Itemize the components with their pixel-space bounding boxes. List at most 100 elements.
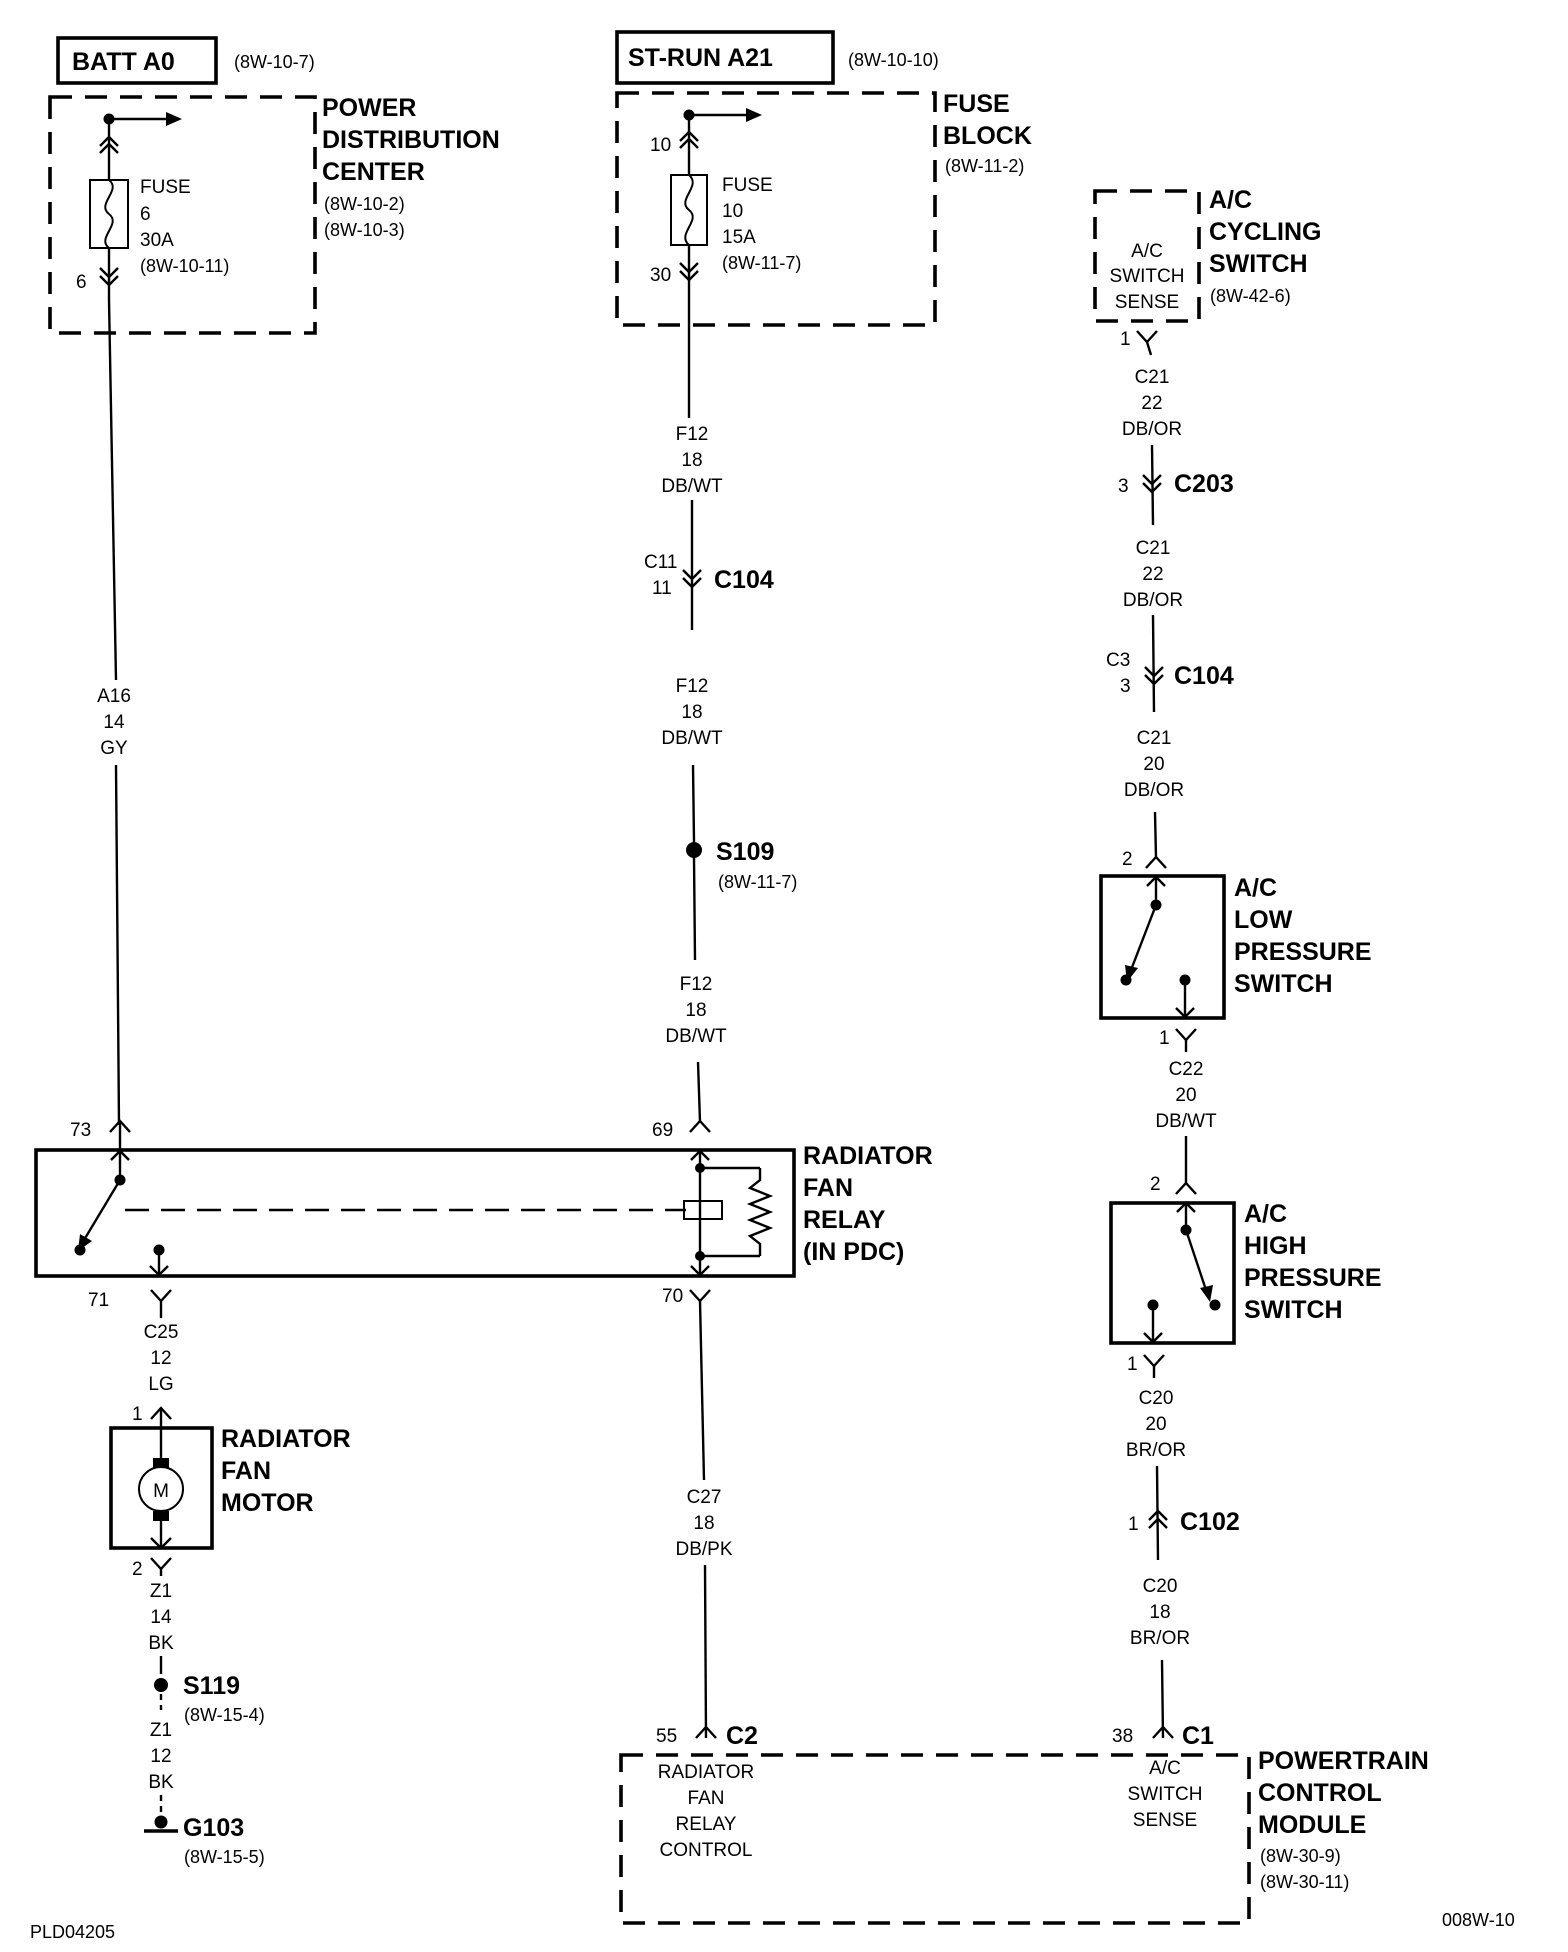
pcm-name-1: POWERTRAIN bbox=[1258, 1747, 1429, 1775]
relay-pin-73: 73 bbox=[70, 1120, 91, 1141]
ground-g103-ref: (8W-15-5) bbox=[184, 1847, 265, 1867]
motor-pin-bottom: 2 bbox=[132, 1559, 143, 1580]
wire-c22-circuit: C22 bbox=[1169, 1059, 1204, 1080]
pdc-name-1: POWER bbox=[322, 94, 416, 122]
pcm-left-inner-3: RELAY bbox=[676, 1814, 737, 1835]
wire-f12-1-circuit: F12 bbox=[676, 424, 709, 445]
pcm-right-inner-1: A/C bbox=[1149, 1758, 1181, 1779]
wire-f12-3-circuit: F12 bbox=[680, 974, 713, 995]
fuse-block-fuse-rating: 15A bbox=[722, 227, 756, 248]
pdc-fuse-number: 6 bbox=[140, 204, 151, 225]
low-switch-name-3: PRESSURE bbox=[1234, 938, 1372, 966]
wire-c21-2-color: DB/OR bbox=[1123, 590, 1183, 611]
pcm-name-2: CONTROL bbox=[1258, 1779, 1382, 1807]
low-switch-name-2: LOW bbox=[1234, 906, 1293, 934]
fuse-block-pin-out: 30 bbox=[650, 265, 671, 286]
conn-c102-pin: 1 bbox=[1128, 1514, 1139, 1535]
pdc-ref-2: (8W-10-3) bbox=[324, 220, 405, 240]
wire-f12-3-gauge: 18 bbox=[685, 1000, 706, 1021]
wire-c21-3-color-gauge: 20 bbox=[1143, 754, 1164, 775]
high-switch-pin-top: 2 bbox=[1150, 1174, 1161, 1195]
splice-s109-ref: (8W-11-7) bbox=[718, 872, 797, 892]
relay-pin-70: 70 bbox=[662, 1286, 683, 1307]
batt-a0-source: BATT A0 (8W-10-7) bbox=[56, 36, 315, 85]
fuse-block-name-2: BLOCK bbox=[943, 122, 1032, 150]
wire-z1-1-gauge: 14 bbox=[150, 1607, 172, 1628]
ac-cycling-name-3: SWITCH bbox=[1209, 250, 1308, 278]
footer-left-code: PLD04205 bbox=[30, 1922, 115, 1942]
wire-c21-1-circuit: C21 bbox=[1135, 367, 1170, 388]
splice-s119-icon bbox=[154, 1678, 168, 1692]
motor-symbol: M bbox=[153, 1481, 169, 1502]
pdc-fuse-label: FUSE bbox=[140, 177, 191, 198]
low-switch-name-1: A/C bbox=[1234, 874, 1277, 902]
wire-c20-1-color: BR/OR bbox=[1126, 1440, 1186, 1461]
conn-c104-left-name: C104 bbox=[714, 566, 774, 594]
conn-c1-pin: 38 bbox=[1112, 1726, 1133, 1747]
resistor-icon bbox=[746, 1168, 774, 1256]
pdc-ref-1: (8W-10-2) bbox=[324, 194, 405, 214]
wire-z1-2-color: BK bbox=[148, 1772, 174, 1793]
left-circuit: A16 14 GY 73 bbox=[70, 299, 131, 1150]
wire-z1-2-circuit: Z1 bbox=[150, 1720, 172, 1741]
relay-pin-71: 71 bbox=[88, 1290, 109, 1311]
ground-g103-name: G103 bbox=[183, 1814, 244, 1842]
wire-z1-1-circuit: Z1 bbox=[150, 1581, 172, 1602]
ac-cycling-pin: 1 bbox=[1120, 329, 1131, 350]
wire-f12-2-gauge: 18 bbox=[681, 702, 702, 723]
wire-c22-gauge: 20 bbox=[1175, 1085, 1196, 1106]
conn-c1-name: C1 bbox=[1182, 1722, 1214, 1750]
ac-cycling-inner-1: A/C bbox=[1131, 241, 1163, 262]
wire-a16-gauge: 14 bbox=[103, 712, 125, 733]
conn-c203-name: C203 bbox=[1174, 470, 1234, 498]
wire-c25-circuit: C25 bbox=[144, 1322, 179, 1343]
pcm-ref-1: (8W-30-9) bbox=[1260, 1846, 1341, 1866]
motor-name-2: FAN bbox=[221, 1457, 271, 1485]
pdc-name-3: CENTER bbox=[322, 158, 425, 186]
ac-cycling-inner-2: SWITCH bbox=[1110, 266, 1185, 287]
conn-c2-pin: 55 bbox=[656, 1726, 677, 1747]
relay-name-1: RADIATOR bbox=[803, 1142, 933, 1170]
wire-f12-1-gauge: 18 bbox=[681, 450, 702, 471]
relay-pin-69: 69 bbox=[652, 1120, 673, 1141]
low-switch-name-4: SWITCH bbox=[1234, 970, 1333, 998]
conn-c2-name: C2 bbox=[726, 1722, 758, 1750]
conn-c102-name: C102 bbox=[1180, 1508, 1240, 1536]
low-switch-pin-top: 2 bbox=[1122, 849, 1133, 870]
wire-c20-1-circuit: C20 bbox=[1139, 1388, 1174, 1409]
wire-c21-1-color: DB/OR bbox=[1122, 419, 1182, 440]
splice-s109-icon bbox=[686, 842, 702, 858]
high-switch-name-4: SWITCH bbox=[1244, 1296, 1343, 1324]
fuse-block-pin-in: 10 bbox=[650, 135, 671, 156]
pdc-fuse-ref: (8W-10-11) bbox=[140, 256, 229, 276]
st-run-a21-label: ST-RUN A21 bbox=[628, 44, 773, 72]
fuse-block-ref: (8W-11-2) bbox=[945, 156, 1024, 176]
high-switch-name-2: HIGH bbox=[1244, 1232, 1307, 1260]
wire-z1-2-gauge: 12 bbox=[150, 1746, 171, 1767]
fuse-block: FUSE BLOCK (8W-11-2) 10 FUSE 10 15A (8W-… bbox=[615, 90, 1032, 327]
power-distribution-center: POWER DISTRIBUTION CENTER (8W-10-2) (8W-… bbox=[48, 94, 500, 335]
footer-right-code: 008W-10 bbox=[1442, 1910, 1515, 1930]
wire-f12-3-color: DB/WT bbox=[665, 1026, 727, 1047]
fuse-block-fuse-label: FUSE bbox=[722, 175, 773, 196]
ac-cycling-inner-3: SENSE bbox=[1115, 292, 1179, 313]
pcm-left-inner-1: RADIATOR bbox=[658, 1762, 754, 1783]
wire-a16-color: GY bbox=[100, 738, 128, 759]
wire-c25-color: LG bbox=[148, 1374, 173, 1395]
conn-c104-left-pin-1: C11 bbox=[644, 552, 677, 573]
ac-cycling-switch: A/C SWITCH SENSE A/C CYCLING SWITCH (8W-… bbox=[1093, 186, 1322, 350]
wire-c21-3-color: DB/OR bbox=[1124, 780, 1184, 801]
pcm-ref-2: (8W-30-11) bbox=[1260, 1872, 1349, 1892]
st-run-a21-ref: (8W-10-10) bbox=[848, 50, 939, 70]
wire-a16-circuit: A16 bbox=[97, 686, 131, 707]
fuse-6-icon bbox=[89, 179, 129, 249]
fuse-block-name-1: FUSE bbox=[943, 90, 1010, 118]
middle-circuit: F12 18 DB/WT C11 11 C104 F12 18 DB/WT S1… bbox=[644, 300, 797, 1750]
wire-c27-circuit: C27 bbox=[687, 1487, 722, 1508]
wire-c21-3-circuit: C21 bbox=[1137, 728, 1172, 749]
conn-c104-left-pin-2: 11 bbox=[652, 578, 672, 599]
relay-name-2: FAN bbox=[803, 1174, 853, 1202]
wire-c22-color: DB/WT bbox=[1155, 1111, 1217, 1132]
pcm-name-3: MODULE bbox=[1258, 1811, 1366, 1839]
